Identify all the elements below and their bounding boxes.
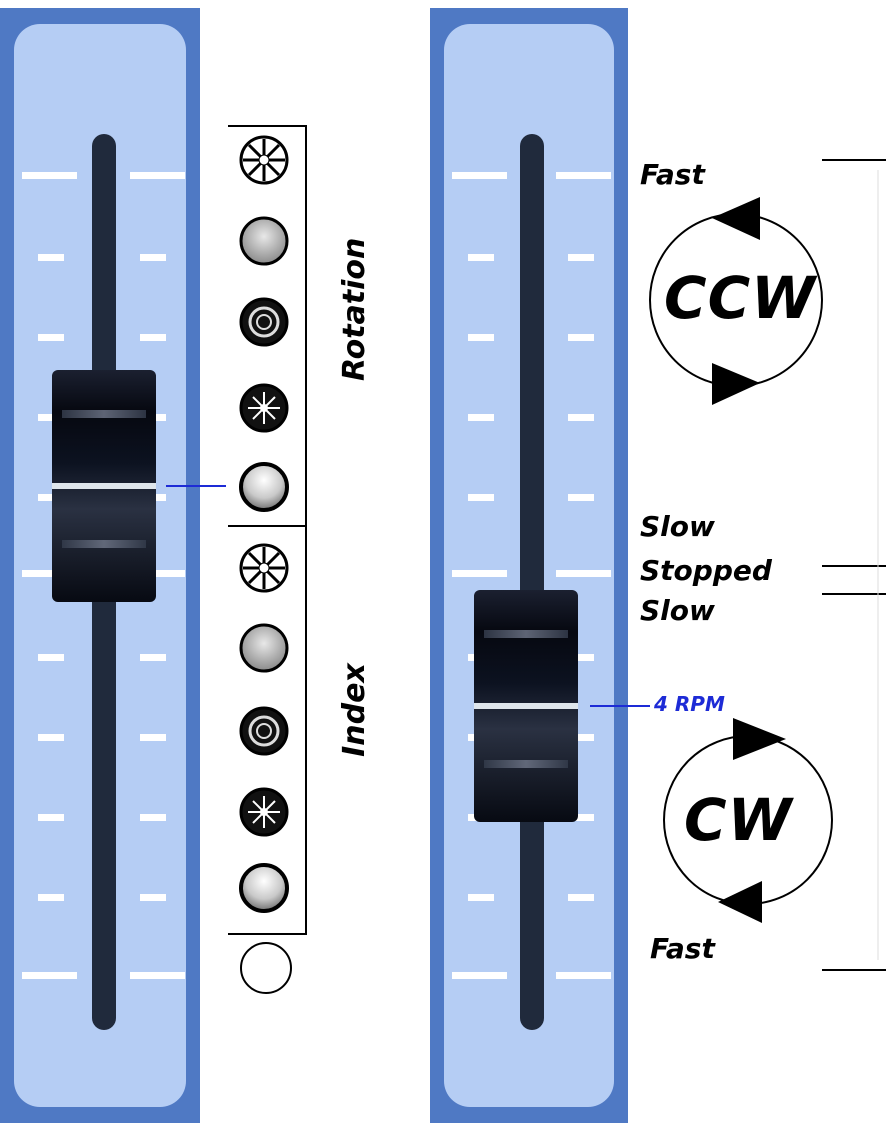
spiral-gobo-icon [239, 135, 289, 185]
left-tick [38, 254, 64, 261]
knob-highlight [484, 760, 568, 768]
index-bracket [228, 526, 307, 935]
right-tick [568, 654, 594, 661]
starburst-gobo-icon [239, 787, 289, 837]
left-fader-frame [0, 8, 200, 1123]
right-tick [468, 494, 494, 501]
position-readout: 4 RPM [654, 692, 725, 716]
left-tick [130, 972, 185, 979]
right-tick [468, 894, 494, 901]
right-tick [468, 414, 494, 421]
right-tick [452, 972, 507, 979]
left-tick [140, 734, 166, 741]
left-tick [140, 334, 166, 341]
right-tick [568, 334, 594, 341]
left-tick [140, 814, 166, 821]
cw-rotation-icon [663, 718, 833, 923]
speckle-gobo-icon [239, 216, 289, 266]
right-fader-frame [430, 8, 628, 1123]
right-tick [568, 814, 594, 821]
open-gobo-icon [239, 462, 289, 512]
starburst-gobo-icon [239, 383, 289, 433]
speckle-gobo-icon [239, 623, 289, 673]
left-tick [38, 814, 64, 821]
left-tick [130, 172, 185, 179]
fast-bottom-label: Fast [650, 932, 715, 965]
left-tick [140, 254, 166, 261]
left-tick [38, 414, 64, 421]
left-tick [22, 570, 77, 577]
right-tick [452, 172, 507, 179]
ccw-rotation-icon [649, 197, 823, 405]
rotation-group-label: Rotation [337, 237, 372, 381]
slow-top-label: Slow [640, 510, 715, 543]
right-tick [568, 254, 594, 261]
spiral-gobo-icon [239, 543, 289, 593]
knob-highlight [484, 630, 568, 638]
left-tick [38, 734, 64, 741]
left-tick [140, 654, 166, 661]
right-tick [452, 570, 507, 577]
stopped-label: Stopped [640, 554, 772, 587]
knob-indicator-line [52, 483, 156, 489]
knob-highlight [62, 540, 146, 548]
index-group-label: Index [337, 663, 372, 757]
slow-bottom-label: Slow [640, 594, 715, 627]
right-tick [468, 334, 494, 341]
left-tick [38, 494, 64, 501]
left-tick [130, 570, 185, 577]
left-tick [38, 654, 64, 661]
right-tick [568, 734, 594, 741]
ring-gobo-icon [239, 297, 289, 347]
open-circle-icon [240, 942, 292, 994]
right-tick [568, 414, 594, 421]
left-tick [140, 894, 166, 901]
fast-top-label: Fast [640, 158, 705, 191]
open-gobo-icon [239, 863, 289, 913]
right-tick [468, 254, 494, 261]
left-tick [38, 894, 64, 901]
ring-gobo-icon [239, 706, 289, 756]
knob-highlight [62, 410, 146, 418]
ccw-label: CCW [664, 264, 817, 332]
right-tick [568, 494, 594, 501]
right-fader-knob[interactable] [474, 590, 578, 822]
cw-label: CW [684, 786, 793, 854]
right-fader-slot [520, 134, 544, 1030]
knob-indicator-line [474, 703, 578, 709]
left-tick [22, 172, 77, 179]
left-fader-knob[interactable] [52, 370, 156, 602]
left-tick [38, 334, 64, 341]
right-tick [568, 894, 594, 901]
right-tick [556, 172, 611, 179]
left-tick [22, 972, 77, 979]
right-tick [556, 570, 611, 577]
rotation-bracket [228, 125, 307, 527]
right-tick [556, 972, 611, 979]
